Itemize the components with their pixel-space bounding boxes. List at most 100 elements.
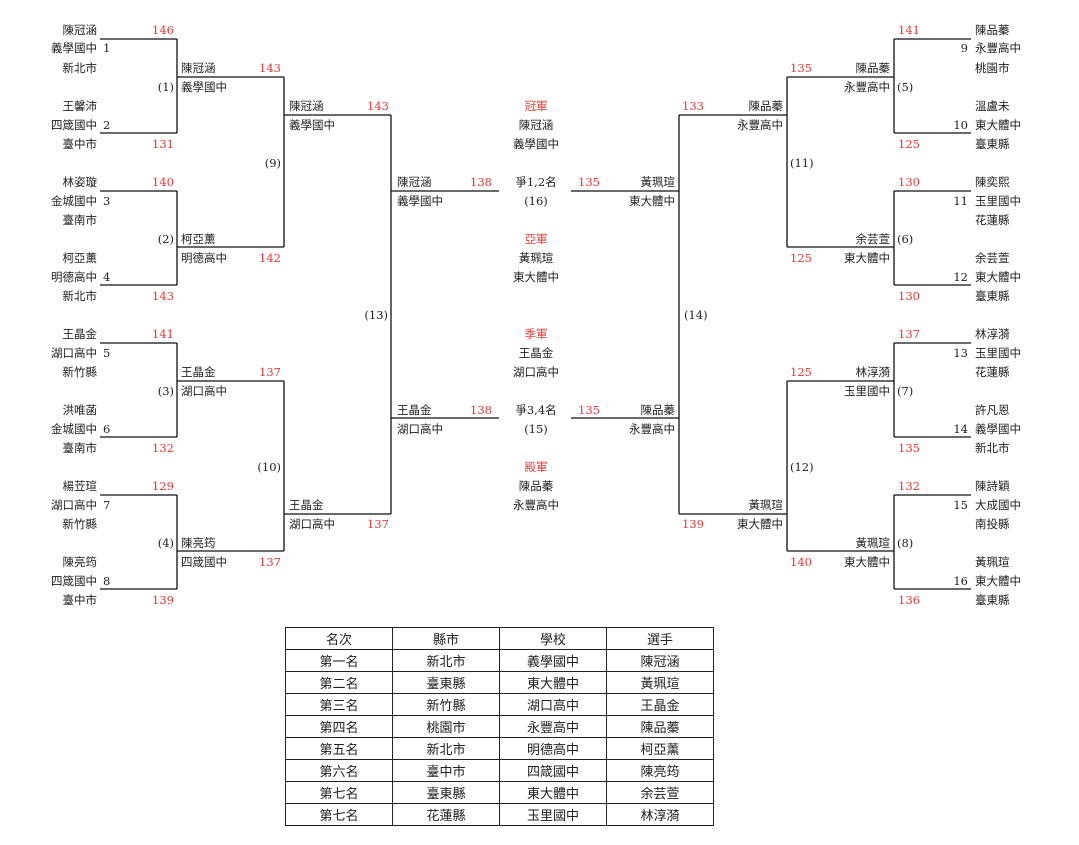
player-10-seed: 10 <box>953 118 968 132</box>
table-row: 第七名 臺東縣 東大體中 余芸萱 <box>285 781 714 804</box>
ranking-header-player: 選手 <box>606 627 714 650</box>
rank-cell: 第七名 <box>285 781 393 804</box>
champion-title: 冠軍 <box>525 99 548 113</box>
player-5-school: 湖口高中 <box>51 346 97 360</box>
county-cell: 新北市 <box>392 737 500 760</box>
player-9-seed: 9 <box>961 41 968 55</box>
player-3-score: 140 <box>152 175 174 189</box>
player-5-seed: 5 <box>103 346 110 360</box>
player-10-name: 溫盧未 <box>975 99 1010 113</box>
champion-school: 義學國中 <box>513 137 559 151</box>
player-9-county: 桃園市 <box>975 61 1010 75</box>
player-4-school: 明德高中 <box>51 270 97 284</box>
player-14-county: 新北市 <box>975 441 1010 455</box>
player-9-score: 141 <box>898 23 920 37</box>
county-cell: 臺東縣 <box>392 671 500 694</box>
county-cell: 臺中市 <box>392 759 500 782</box>
right-r4-2-score: 135 <box>578 403 600 417</box>
third-title: 季軍 <box>525 327 548 341</box>
player-4-score: 143 <box>152 289 174 303</box>
player-2-seed: 2 <box>103 118 110 132</box>
left-r4-2-score: 138 <box>470 403 492 417</box>
county-cell: 臺東縣 <box>392 781 500 804</box>
player-4-name: 柯亞薰 <box>63 251 98 265</box>
fourth-name: 陳品蓁 <box>519 479 554 493</box>
right-r2-3-school: 玉里國中 <box>844 384 890 398</box>
player-cell: 余芸萱 <box>606 781 714 804</box>
school-cell: 義學國中 <box>499 649 607 672</box>
player-12-county: 臺東縣 <box>975 289 1010 303</box>
left-r2-4-name: 陳亮筠 <box>181 536 216 550</box>
right-r4-1-score: 135 <box>578 175 600 189</box>
player-8-name: 陳亮筠 <box>63 555 98 569</box>
player-11-score: 130 <box>898 175 920 189</box>
player-15-name: 陳詩穎 <box>975 479 1010 493</box>
left-r2-1-score: 143 <box>259 61 281 75</box>
right-r4-2-school: 永豐高中 <box>629 422 675 436</box>
left-round3-lines <box>284 114 392 515</box>
player-14-school: 義學國中 <box>975 422 1021 436</box>
player-6-name: 洪唯菡 <box>63 403 98 417</box>
rank-cell: 第三名 <box>285 693 393 716</box>
right-r2-2-school: 東大體中 <box>844 251 890 265</box>
player-16-school: 東大體中 <box>975 574 1021 588</box>
county-cell: 新北市 <box>392 649 500 672</box>
table-row: 第一名 新北市 義學國中 陳冠涵 <box>285 649 714 672</box>
right-round1-lines <box>893 38 971 590</box>
ranking-header-row: 名次 縣市 學校 選手 <box>285 627 714 650</box>
runnerup-school: 東大體中 <box>513 270 559 284</box>
player-6-county: 臺南市 <box>63 441 98 455</box>
player-15-score: 132 <box>898 479 920 493</box>
runnerup-title: 亞軍 <box>525 232 548 246</box>
player-5-county: 新竹縣 <box>63 365 98 379</box>
player-cell: 柯亞薰 <box>606 737 714 760</box>
tournament-bracket: 陳冠涵 義學國中 1 新北市 146 王馨沛 四箴國中 2 臺中市 131 林姿… <box>51 23 1021 607</box>
match-label-14: (14) <box>684 308 708 322</box>
player-13-score: 137 <box>898 327 920 341</box>
left-r2-2-score: 142 <box>259 251 281 265</box>
match-label-11: (11) <box>790 156 814 170</box>
player-13-seed: 13 <box>953 346 968 360</box>
rank-cell: 第四名 <box>285 715 393 738</box>
right-r3-1-score: 133 <box>682 99 704 113</box>
player-14-score: 135 <box>898 441 920 455</box>
left-r4-2-name: 王晶金 <box>397 403 432 417</box>
school-cell: 東大體中 <box>499 781 607 804</box>
left-r2-2-name: 柯亞薰 <box>181 232 216 246</box>
player-16-score: 136 <box>898 593 920 607</box>
match-label-1: (1) <box>158 80 174 94</box>
rank-cell: 第五名 <box>285 737 393 760</box>
player-4-county: 新北市 <box>63 289 98 303</box>
right-r3-2-school: 東大體中 <box>737 517 783 531</box>
left-r2-4-score: 137 <box>259 555 281 569</box>
player-3-school: 金城國中 <box>51 194 97 208</box>
third-name: 王晶金 <box>519 346 554 360</box>
player-4-seed: 4 <box>103 270 110 284</box>
left-r2-4-school: 四箴國中 <box>181 555 227 569</box>
player-8-score: 139 <box>152 593 174 607</box>
match-label-3: (3) <box>158 384 174 398</box>
left-round1-lines <box>100 38 178 590</box>
player-16-name: 黃珮瑄 <box>975 555 1010 569</box>
player-5-name: 王晶金 <box>63 327 98 341</box>
ranking-header-school: 學校 <box>499 627 607 650</box>
right-r2-4-name: 黃珮瑄 <box>856 536 891 550</box>
player-1-county: 新北市 <box>63 61 98 75</box>
player-1-score: 146 <box>152 23 174 37</box>
right-r2-1-score: 135 <box>790 61 812 75</box>
player-15-school: 大成國中 <box>975 498 1021 512</box>
player-2-school: 四箴國中 <box>51 118 97 132</box>
player-2-name: 王馨沛 <box>63 99 98 113</box>
left-r4-1-name: 陳冠涵 <box>397 175 432 189</box>
right-r2-2-name: 余芸萱 <box>856 232 891 246</box>
player-8-county: 臺中市 <box>63 593 98 607</box>
player-cell: 陳冠涵 <box>606 649 714 672</box>
player-7-school: 湖口高中 <box>51 498 97 512</box>
match-label-2: (2) <box>158 232 174 246</box>
match-label-7: (7) <box>897 384 913 398</box>
left-r3-1-name: 陳冠涵 <box>289 99 324 113</box>
rank-cell: 第二名 <box>285 671 393 694</box>
player-12-name: 余芸萱 <box>975 251 1010 265</box>
right-round3-lines <box>678 114 787 515</box>
left-r2-1-school: 義學國中 <box>181 80 227 94</box>
